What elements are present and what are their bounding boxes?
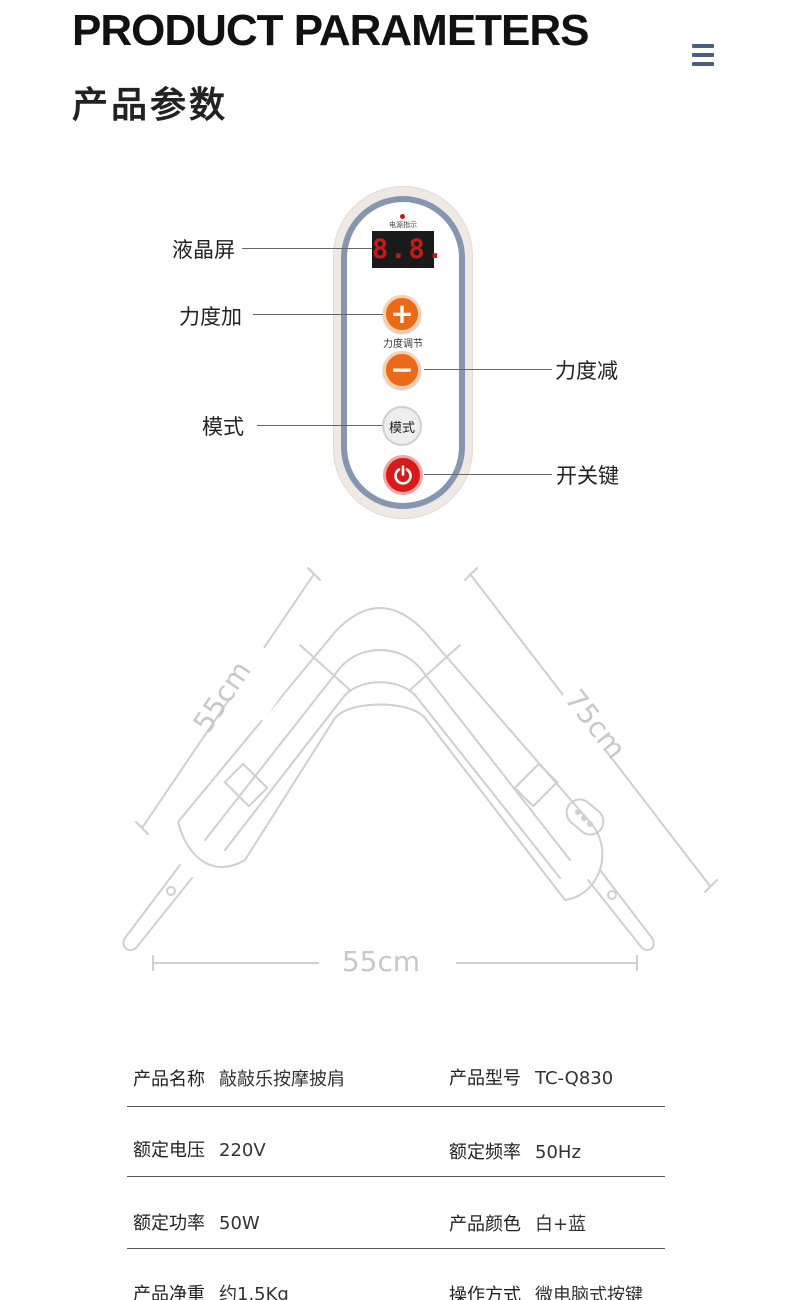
spec-row: 产品名称敲敲乐按摩披肩 产品型号 TC-Q830 — [127, 1035, 665, 1107]
mode-button-label: 模式 — [388, 420, 415, 436]
power-button[interactable] — [383, 455, 423, 495]
callout-lcd: 液晶屏 — [172, 238, 235, 262]
power-indicator-label: 电源指示 — [389, 221, 417, 229]
spec-value: 微电脑式按键 — [535, 1285, 643, 1300]
right-handle — [587, 869, 655, 952]
spec-row: 额定电压 220V 额定频率 50Hz — [127, 1105, 665, 1177]
row-divider — [127, 1106, 665, 1107]
intensity-plus-button[interactable]: + — [383, 295, 421, 333]
strap-controller — [565, 798, 605, 836]
hamburger-menu-icon[interactable] — [692, 44, 714, 68]
pad-divider-left — [299, 644, 351, 691]
right-strap-buckle — [513, 762, 559, 808]
row-divider — [127, 1248, 665, 1249]
plus-icon: + — [390, 297, 414, 330]
spec-label: 额定电压 — [133, 1140, 205, 1161]
intensity-adjust-label: 力度调节 — [383, 339, 423, 350]
leader-line-power — [424, 474, 552, 475]
spec-label: 产品净重 — [133, 1284, 205, 1300]
spec-value: TC-Q830 — [535, 1068, 614, 1089]
spec-label: 产品颜色 — [449, 1214, 521, 1235]
spec-value: 50Hz — [535, 1142, 581, 1163]
callout-minus: 力度减 — [555, 359, 618, 383]
massager-dimension-diagram: 55cm 75cm 55cm — [122, 567, 718, 978]
callout-power: 开关键 — [556, 464, 619, 488]
page-title-cn: 产品参数 — [72, 85, 229, 126]
left-handle — [122, 864, 193, 952]
spec-row: 额定功率 50W 产品颜色白+蓝 — [127, 1177, 665, 1249]
spec-label: 产品型号 — [449, 1068, 521, 1089]
lcd-screen: 8.8. — [372, 231, 443, 268]
leader-line-plus — [253, 314, 383, 315]
massager-body-outline — [177, 607, 604, 901]
spec-value: 约1.5Kg — [219, 1284, 289, 1300]
leader-line-minus — [424, 369, 552, 370]
minus-icon: − — [390, 353, 414, 386]
spec-value: 敲敲乐按摩披肩 — [219, 1069, 345, 1090]
massager-seam-outer — [204, 649, 571, 861]
left-dimension-line — [141, 573, 315, 829]
spec-row: 产品净重约1.5Kg 操作方式微电脑式按键 — [127, 1250, 665, 1300]
spec-value: 白+蓝 — [535, 1214, 587, 1235]
callout-plus: 力度加 — [179, 305, 242, 329]
power-icon — [394, 465, 412, 485]
leader-line-mode — [257, 425, 382, 426]
spec-label: 额定频率 — [449, 1142, 521, 1163]
total-width-length: 55cm — [342, 945, 420, 978]
intensity-minus-button[interactable]: − — [383, 351, 421, 389]
spec-label: 额定功率 — [133, 1213, 205, 1234]
power-indicator-led — [400, 214, 405, 219]
left-handle-button — [166, 886, 176, 896]
spec-value: 220V — [219, 1140, 266, 1161]
leader-line-lcd — [242, 248, 372, 249]
page-title-en: PRODUCT PARAMETERS — [72, 6, 590, 55]
callout-mode: 模式 — [202, 415, 244, 439]
spec-label: 操作方式 — [449, 1285, 521, 1300]
spec-value: 50W — [219, 1213, 260, 1234]
left-strap-buckle — [223, 762, 269, 808]
mode-button[interactable]: 模式 — [382, 406, 422, 446]
massager-seam-inner — [224, 681, 561, 879]
row-divider — [127, 1176, 665, 1177]
pad-divider-right — [409, 644, 461, 691]
spec-label: 产品名称 — [133, 1069, 205, 1090]
right-handle-button — [607, 890, 617, 900]
